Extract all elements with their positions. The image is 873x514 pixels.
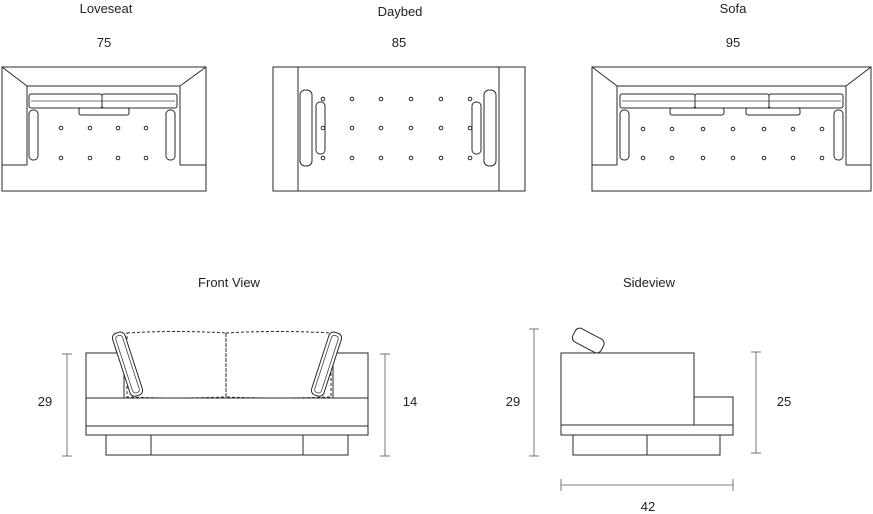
front-height-left-label: 29 [38, 394, 52, 409]
loveseat-width-label: 75 [97, 35, 111, 50]
loveseat-top-view: Loveseat 75 [1, 1, 207, 192]
side-depth-label: 42 [641, 499, 655, 514]
front-view: Front View 29 14 [38, 275, 417, 457]
front-height-right-label: 14 [403, 394, 417, 409]
front-view-title: Front View [198, 275, 261, 290]
side-height-left-label: 29 [506, 394, 520, 409]
daybed-width-label: 85 [392, 35, 406, 50]
side-view: Sideview 29 25 42 [506, 275, 791, 514]
loveseat-title: Loveseat [80, 1, 133, 16]
sofa-title: Sofa [720, 1, 748, 16]
sofa-width-label: 95 [726, 35, 740, 50]
daybed-top-view: Daybed 85 [272, 4, 526, 192]
sofa-top-view: Sofa 95 [591, 1, 872, 192]
side-height-right-label: 25 [777, 394, 791, 409]
side-view-title: Sideview [623, 275, 676, 290]
daybed-title: Daybed [378, 4, 423, 19]
